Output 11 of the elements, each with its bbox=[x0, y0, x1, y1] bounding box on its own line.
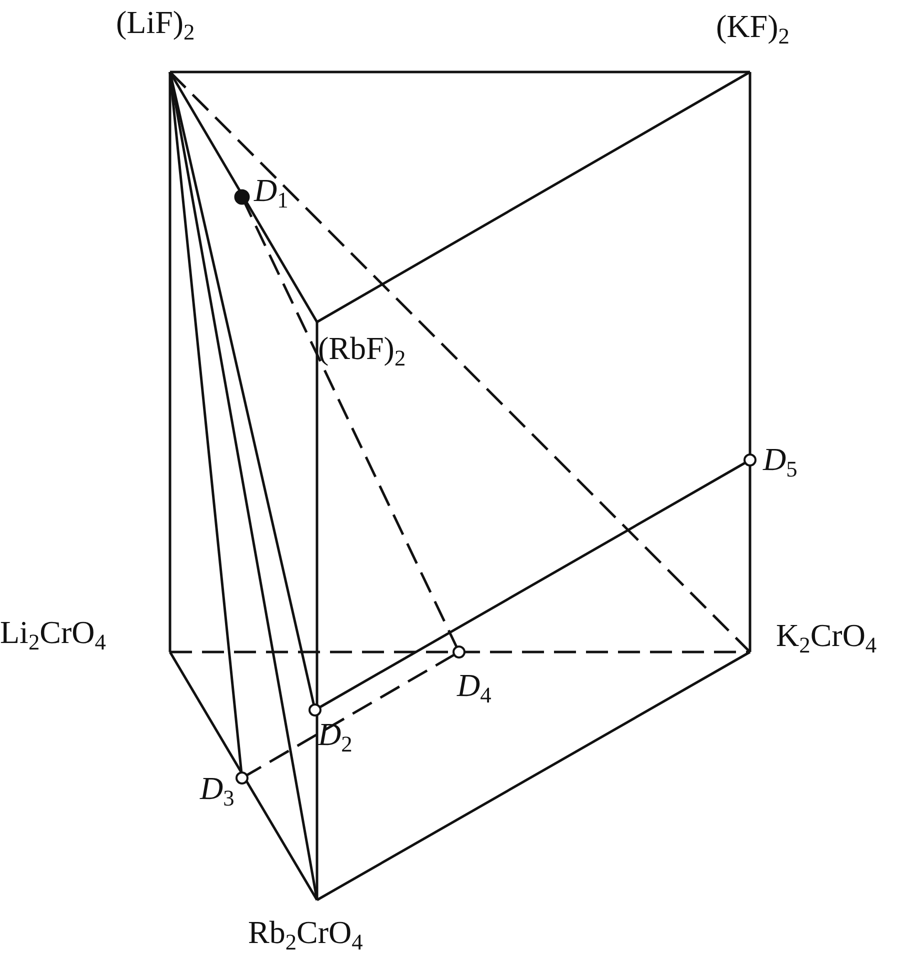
vertex-label: Rb$_{2}$CrO$_{4}$ bbox=[248, 914, 363, 951]
vertex-label: K$_{2}$CrO$_{4}$ bbox=[776, 617, 877, 654]
point-label: D$_{2}$ bbox=[318, 716, 352, 753]
vertex-label: (LiF)$_{2}$ bbox=[116, 4, 195, 41]
point-label: D$_{5}$ bbox=[763, 441, 798, 478]
vertex-label: Li$_{2}$CrO$_{4}$ bbox=[0, 614, 106, 651]
vertex-label: (RbF)$_{2}$ bbox=[318, 330, 406, 367]
point-label: D$_{3}$ bbox=[200, 770, 234, 807]
point-label: D$_{1}$ bbox=[254, 172, 288, 209]
point-label: D$_{4}$ bbox=[457, 667, 492, 704]
vertex-label: (KF)$_{2}$ bbox=[716, 8, 790, 45]
